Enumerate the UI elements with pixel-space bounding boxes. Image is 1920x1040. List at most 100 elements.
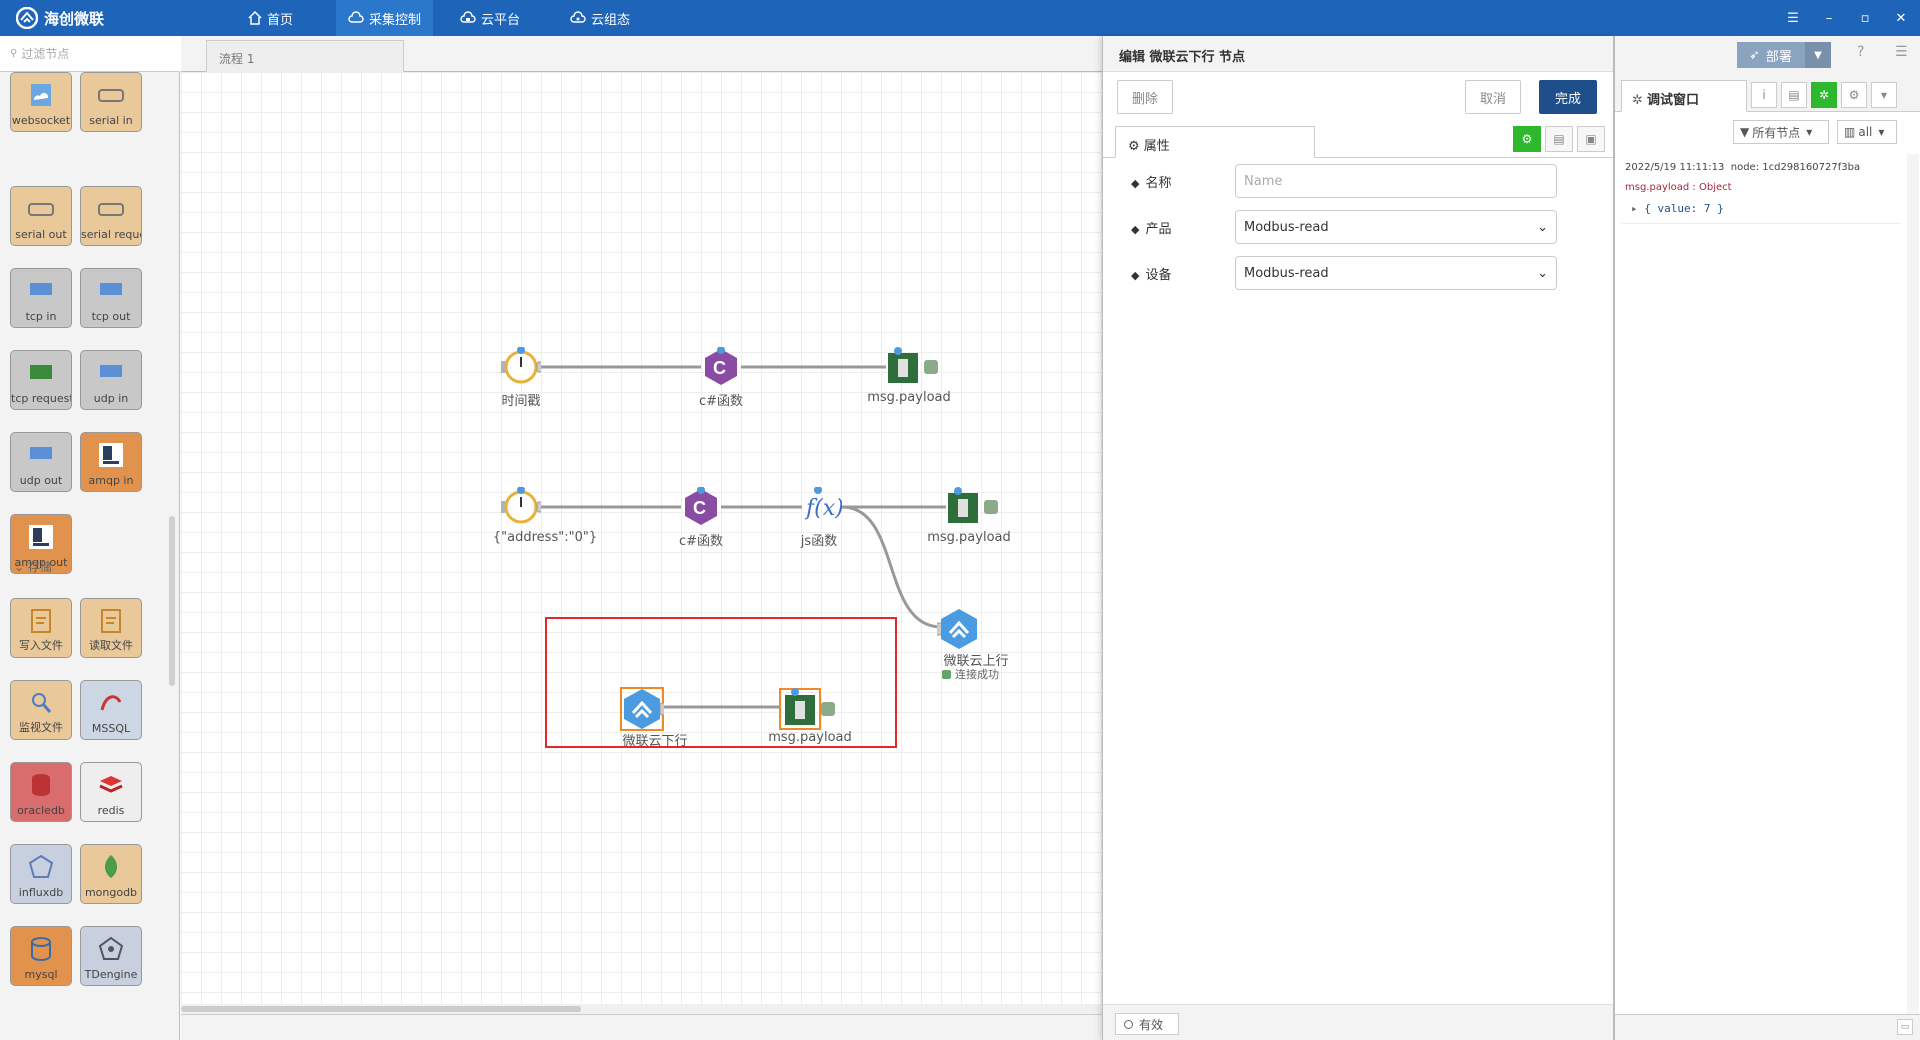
book-icon[interactable]: ▤ (1781, 82, 1807, 108)
cancel-button[interactable]: 取消 (1465, 80, 1521, 114)
palette-node-label: tcp out (91, 310, 131, 323)
description-icon[interactable]: ▤ (1545, 126, 1573, 152)
palette-node-oracledb[interactable]: oracledb (10, 762, 72, 822)
device-select[interactable]: Modbus-read⌄ (1235, 256, 1557, 290)
sidebar-tabs: ✲ 调试窗口 i ▤ ✲ ⚙ ▾ (1615, 72, 1920, 112)
deploy-label: 部署 (1765, 49, 1792, 65)
workspace-hscroll[interactable] (181, 1004, 1102, 1014)
leaf-icon (96, 853, 126, 881)
palette-node-label: influxdb (18, 886, 64, 899)
minimize-icon[interactable]: – (1825, 10, 1833, 26)
settings-gear-icon[interactable]: ⚙ (1513, 126, 1541, 152)
hamburger-icon[interactable]: ☰ (1895, 44, 1908, 60)
debug-message[interactable]: 2022/5/19 11:11:13 node: 1cd298160727f3b… (1621, 154, 1901, 224)
tab-flow-1[interactable]: 流程 1 (206, 40, 404, 72)
debug-time: 2022/5/19 11:11:13 (1625, 162, 1725, 173)
debug-value-text: { value: 7 } (1644, 202, 1724, 215)
debug-value[interactable]: ▸ { value: 7 } (1631, 202, 1724, 215)
scroll-thumb[interactable] (181, 1006, 581, 1012)
palette-node-udp-in[interactable]: udp in (80, 350, 142, 410)
node-editor: 编辑 微联云下行 节点 删除 取消 完成 ⚙ 属性 ⚙ ▤ ▣ ◆名称 Name… (1102, 36, 1614, 1040)
palette-node-label: redis (97, 804, 125, 817)
palette-node-redis[interactable]: redis (80, 762, 142, 822)
flow-canvas[interactable]: 时间戳 C c#函数 msg.payload {"address":"0"} C… (181, 72, 1102, 1004)
info-icon[interactable]: i (1751, 82, 1777, 108)
palette-node-read-file[interactable]: 读取文件 (80, 598, 142, 658)
nav-home[interactable]: 首页 (236, 0, 305, 36)
palette-node-serial-out[interactable]: serial out (10, 186, 72, 246)
palette-node-write-file[interactable]: 写入文件 (10, 598, 72, 658)
palette-node-tdengine[interactable]: TDengine (80, 926, 142, 986)
tag-icon: ◆ (1131, 269, 1140, 282)
nav-cloud-config[interactable]: 云组态 (558, 0, 642, 36)
node-palette: ⚲ 过滤节点 websocket serial in serial out se… (0, 36, 180, 1040)
palette-scrollbar[interactable] (169, 516, 175, 686)
palette-node-serial-in[interactable]: serial in (80, 72, 142, 132)
palette-node-mssql[interactable]: MSSQL (80, 680, 142, 740)
database-icon (26, 771, 56, 799)
palette-node-tcp-request[interactable]: tcp request (10, 350, 72, 410)
tab-debug[interactable]: ✲ 调试窗口 (1621, 80, 1747, 112)
palette-node-amqp-out[interactable]: amqp out (10, 514, 72, 574)
palette-node-watch-file[interactable]: 监视文件 (10, 680, 72, 740)
done-button[interactable]: 完成 (1539, 80, 1597, 114)
settings-icon[interactable]: ⚙ (1841, 82, 1867, 108)
database-icon (26, 935, 56, 963)
debug-bug-icon[interactable]: ✲ (1811, 82, 1837, 108)
wire[interactable] (841, 505, 942, 629)
monitor-icon[interactable]: ▭ (1897, 1019, 1913, 1035)
palette-node-mysql[interactable]: mysql (10, 926, 72, 986)
filter-nodes-button[interactable]: ▼所有节点▾ (1733, 120, 1829, 144)
top-bar: 海创微联 首页 采集控制 云平台 云组态 ☰ – ▫ ✕ (0, 0, 1920, 36)
filter-all-button[interactable]: ▥all▾ (1837, 120, 1897, 144)
enabled-toggle[interactable]: 有效 (1115, 1013, 1179, 1035)
appearance-icon[interactable]: ▣ (1577, 126, 1605, 152)
more-dropdown-icon[interactable]: ▾ (1871, 82, 1897, 108)
debug-node[interactable] (946, 487, 998, 527)
select-value: Modbus-read (1244, 265, 1329, 281)
deploy-dropdown-icon[interactable]: ▼ (1805, 42, 1831, 68)
palette-category-storage[interactable]: ⌄ 存储 (14, 560, 52, 574)
maximize-icon[interactable]: ▫ (1860, 10, 1870, 26)
help-icon[interactable]: ? (1857, 44, 1865, 60)
nav-collect-control[interactable]: 采集控制 (336, 0, 434, 36)
palette-node-label: 读取文件 (89, 639, 133, 652)
sidebar-scrollbar[interactable] (1907, 154, 1919, 1020)
cloud-uplink-node[interactable] (932, 607, 977, 649)
menu-icon[interactable]: ☰ (1787, 10, 1799, 26)
flow-tabs: 流程 1 (181, 36, 1102, 72)
palette-node-influxdb[interactable]: influxdb (10, 844, 72, 904)
product-select[interactable]: Modbus-read⌄ (1235, 210, 1557, 244)
palette-node-serial-request[interactable]: serial reque (80, 186, 142, 246)
csharp-function-node[interactable]: C (701, 346, 741, 387)
file-icon (26, 607, 56, 635)
name-input[interactable]: Name (1235, 164, 1557, 198)
palette-node-tcp-out[interactable]: tcp out (80, 268, 142, 328)
palette-node-label: MSSQL (91, 722, 131, 735)
tab-properties[interactable]: ⚙ 属性 (1115, 126, 1315, 158)
expand-icon[interactable]: ▸ (1631, 202, 1645, 215)
close-icon[interactable]: ✕ (1895, 10, 1907, 26)
palette-node-websocket[interactable]: websocket (10, 72, 72, 132)
csharp-function-node[interactable]: C (681, 486, 721, 527)
nav-cloud-platform[interactable]: 云平台 (448, 0, 532, 36)
debug-node[interactable] (886, 347, 938, 387)
palette-node-label: serial out (15, 228, 67, 241)
editor-footer: 有效 (1103, 1004, 1613, 1040)
palette-node-amqp-in[interactable]: amqp in (80, 432, 142, 492)
inject-node-address[interactable] (495, 486, 546, 527)
app-logo[interactable]: 海创微联 (16, 7, 104, 29)
deploy-button[interactable]: ➶部署▼ (1737, 42, 1831, 68)
connection-status: 连接成功 (942, 666, 999, 682)
gear-icon: ⚙ (1128, 139, 1144, 154)
search-icon: ⚲ (10, 48, 18, 59)
debug-node-selected[interactable] (779, 687, 835, 730)
delete-button[interactable]: 删除 (1117, 80, 1173, 114)
js-function-node[interactable]: f(x) (802, 486, 844, 527)
palette-filter[interactable]: ⚲ 过滤节点 (0, 36, 180, 72)
palette-node-udp-out[interactable]: udp out (10, 432, 72, 492)
palette-node-mongodb[interactable]: mongodb (80, 844, 142, 904)
inject-node-timestamp[interactable] (495, 346, 546, 387)
debug-node-id[interactable]: node: 1cd298160727f3ba (1730, 162, 1861, 173)
palette-node-tcp-in[interactable]: tcp in (10, 268, 72, 328)
